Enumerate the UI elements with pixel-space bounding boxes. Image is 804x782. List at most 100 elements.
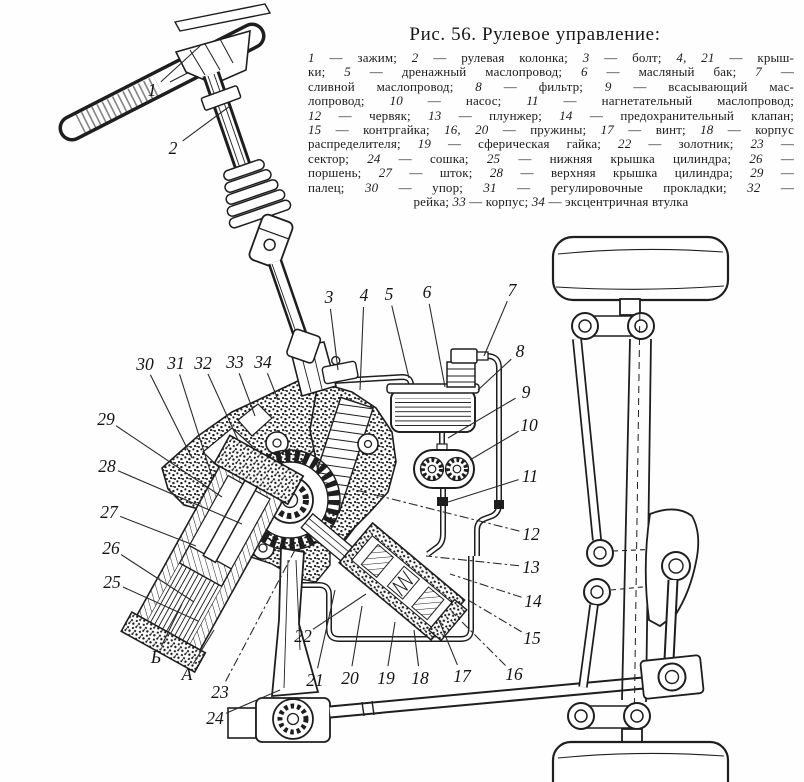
leader-15 — [467, 599, 522, 633]
callout-13: 13 — [522, 557, 540, 577]
steering-wheel — [58, 3, 272, 142]
callout-30: 30 — [135, 354, 154, 374]
wheel-bottom — [551, 740, 730, 782]
leader-14 — [449, 573, 522, 598]
callout-23: 23 — [211, 682, 229, 702]
leader-5 — [391, 305, 410, 379]
figure-title: Рис. 56. Рулевое управление: — [409, 24, 661, 45]
leader-33 — [238, 373, 256, 417]
leader-11 — [447, 479, 519, 503]
spring-cell — [386, 565, 421, 600]
tank-fitting — [450, 348, 489, 364]
callout-12: 12 — [522, 524, 540, 544]
axle-beam — [621, 338, 631, 701]
callout-1: 1 — [148, 80, 157, 100]
leader-32 — [207, 373, 239, 441]
oil-filter — [446, 361, 476, 388]
legend-line-2: ки; 5 — дренажный маслопровод; 6 — масля… — [308, 64, 794, 80]
callout-16: 16 — [505, 664, 523, 684]
front-axle — [551, 235, 730, 782]
callout-19: 19 — [377, 668, 395, 688]
leader-1 — [160, 45, 201, 83]
leader-А — [192, 629, 215, 665]
legend-line-7: распределителя; 19 — сферическая гайка; … — [308, 136, 794, 152]
legend-line-6: 15 — контргайка; 16, 20 — пружины; 17 — … — [308, 122, 794, 138]
callout-15: 15 — [523, 628, 541, 648]
callout-5: 5 — [385, 284, 394, 304]
spring — [392, 570, 414, 597]
legend-line-8: сектор; 24 — сошка; 25 — нижняя крышка ц… — [308, 150, 795, 166]
oil-tank — [386, 348, 489, 433]
legend-line-5: 12 — червяк; 13 — плунжер; 14 — предохра… — [308, 107, 794, 123]
bolt — [331, 355, 341, 366]
leader-29 — [115, 425, 223, 498]
leader-20 — [351, 605, 363, 667]
callout-18: 18 — [411, 668, 429, 688]
leader-24 — [225, 689, 281, 714]
leader-4 — [359, 306, 365, 391]
drag-link-end — [639, 654, 705, 700]
oil-chamber — [147, 561, 223, 645]
leader-18 — [413, 629, 420, 667]
callout-4: 4 — [360, 285, 369, 305]
legend-line-1: 1 — зажим; 2 — рулевая колонка; 3 — болт… — [308, 50, 794, 65]
column-clamp — [200, 85, 242, 111]
leader-22 — [312, 593, 367, 630]
leader-27 — [119, 515, 197, 547]
callout-34: 34 — [253, 352, 272, 372]
leader-23 — [225, 547, 297, 682]
callout-8: 8 — [516, 341, 525, 361]
pipe-coupling — [494, 500, 504, 509]
safety-valve — [411, 586, 445, 621]
link-end-cap — [227, 707, 257, 739]
callout-14: 14 — [524, 591, 542, 611]
callout-10: 10 — [520, 415, 538, 435]
leader-26 — [120, 554, 195, 603]
leader-2 — [182, 105, 231, 142]
leader-3 — [329, 308, 339, 371]
callout-А: А — [181, 664, 193, 684]
callout-31: 31 — [166, 353, 185, 373]
leader-17 — [437, 617, 458, 666]
legend-line-11: рейка; 33 — корпус; 34 — эксцентричная в… — [413, 194, 689, 210]
leader-Б — [160, 603, 183, 647]
leader-7 — [483, 300, 508, 357]
legend-line-9: поршень; 27 — шток; 28 — верхняя крышка … — [308, 165, 794, 181]
shaft-clevis — [286, 328, 322, 364]
callout-7: 7 — [508, 280, 518, 300]
oil-pump — [413, 443, 475, 489]
callout-11: 11 — [522, 466, 538, 486]
legend-line-10: палец; 30 — упор; 31 — регулировочные пр… — [308, 179, 795, 195]
callout-24: 24 — [206, 708, 224, 728]
wheel-top — [551, 235, 730, 302]
steering-column — [200, 71, 322, 364]
callout-22: 22 — [294, 626, 312, 646]
callout-6: 6 — [423, 282, 432, 302]
upper-cylinder-cap — [213, 434, 305, 506]
top-cover — [321, 355, 359, 385]
callout-28: 28 — [98, 456, 116, 476]
universal-joint — [248, 213, 294, 269]
callout-9: 9 — [522, 382, 531, 402]
pitman-arm — [227, 546, 331, 743]
leader-12 — [355, 489, 520, 532]
leader-6 — [428, 303, 446, 388]
leader-31 — [179, 374, 214, 481]
callout-17: 17 — [453, 666, 472, 686]
callout-20: 20 — [341, 668, 359, 688]
wheel-clamp — [173, 3, 272, 32]
legend-line-3: сливной маслопровод; 8 — фильтр; 9 — вса… — [308, 78, 794, 94]
leader-10 — [469, 430, 519, 461]
leader-19 — [387, 621, 396, 667]
plunger — [360, 543, 395, 578]
leader-8 — [477, 358, 512, 391]
callout-27: 27 — [100, 502, 119, 522]
callout-3: 3 — [324, 287, 334, 307]
distributor-cover — [427, 598, 468, 642]
leader-21 — [317, 589, 336, 669]
callout-26: 26 — [102, 538, 120, 558]
drag-link — [329, 673, 677, 719]
